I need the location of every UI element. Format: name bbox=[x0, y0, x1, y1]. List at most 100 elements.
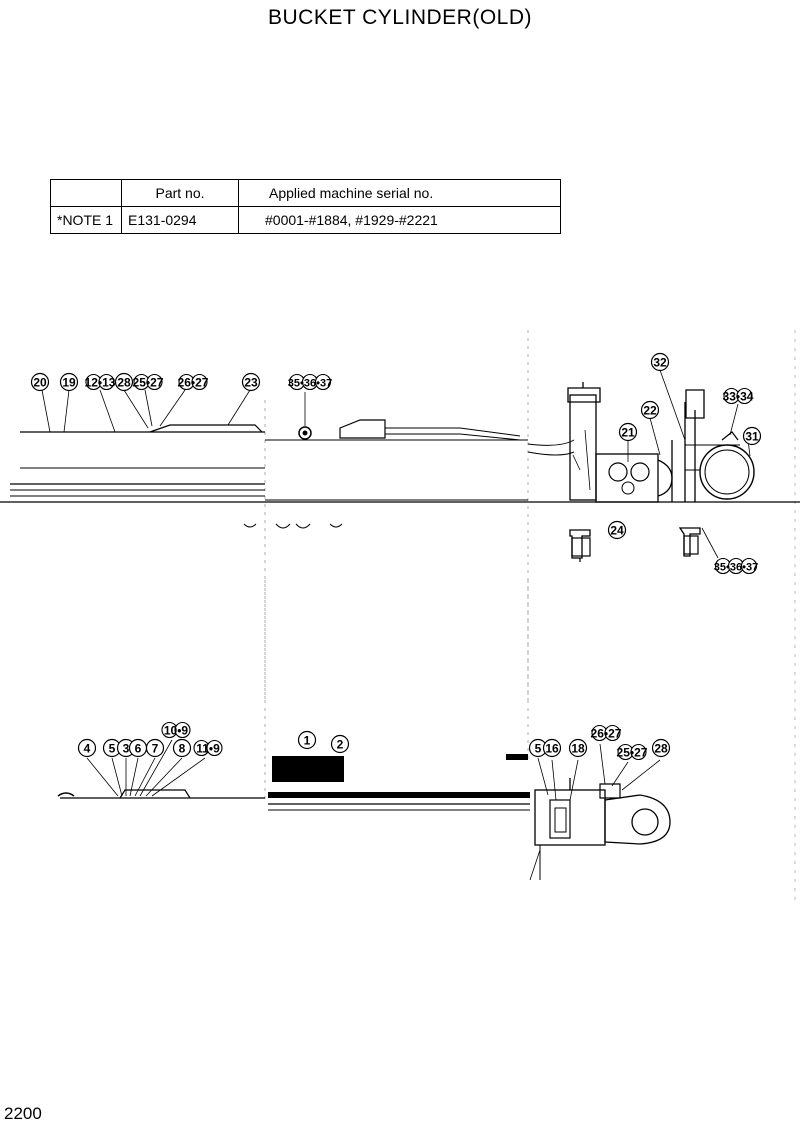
callout-c25-27b: 25•27 bbox=[617, 743, 648, 761]
callout-c2: 2 bbox=[330, 734, 350, 754]
callout-circle bbox=[607, 520, 627, 540]
callout-label: 12•13 bbox=[85, 376, 116, 390]
callout-c32: 32 bbox=[650, 352, 670, 372]
callout-c22: 22 bbox=[640, 400, 660, 420]
page-number: 2200 bbox=[4, 1104, 42, 1123]
callout-circle bbox=[330, 734, 350, 754]
callout-c20: 20 bbox=[30, 372, 50, 392]
callout-c16: 16 bbox=[542, 738, 562, 758]
callout-circle bbox=[630, 743, 647, 761]
callout-c19: 19 bbox=[59, 372, 79, 392]
callout-c4: 4 bbox=[77, 738, 97, 758]
callout-c28b: 28 bbox=[651, 738, 671, 758]
callout-label: 22 bbox=[643, 404, 657, 418]
callout-label: 2 bbox=[337, 738, 344, 752]
callout-label: 8 bbox=[179, 742, 186, 756]
callout-label: 26•27 bbox=[178, 376, 209, 390]
callout-label: 5 bbox=[535, 742, 542, 756]
callout-c28a: 28 bbox=[114, 372, 134, 392]
callout-label: 33•34 bbox=[723, 390, 754, 404]
callout-label: 31 bbox=[745, 430, 759, 444]
callout-label: 35•36•37 bbox=[288, 378, 332, 390]
callout-label: 4 bbox=[84, 742, 91, 756]
callout-circle bbox=[206, 739, 223, 757]
callout-label: 32 bbox=[653, 356, 667, 370]
callout-label: 11•9 bbox=[196, 742, 220, 756]
callout-c6: 6 bbox=[128, 738, 148, 758]
callout-circle bbox=[297, 730, 317, 750]
callout-circle bbox=[618, 422, 638, 442]
callout-label: 19 bbox=[62, 376, 76, 390]
callout-circle bbox=[651, 738, 671, 758]
callout-label: 18 bbox=[571, 742, 585, 756]
callout-c31: 31 bbox=[742, 426, 762, 446]
callout-c35-37b: 35•36•37 bbox=[714, 557, 758, 575]
callout-circle bbox=[314, 373, 332, 391]
callout-c1: 1 bbox=[297, 730, 317, 750]
callout-circle bbox=[114, 372, 134, 392]
callout-circle bbox=[174, 721, 191, 739]
table-row: *NOTE 1 E131-0294 #0001-#1884, #1929-#22… bbox=[50, 206, 561, 234]
callout-circle bbox=[191, 373, 208, 391]
callout-circle bbox=[542, 738, 562, 758]
callout-circle bbox=[30, 372, 50, 392]
upper-assembly-drawing bbox=[0, 330, 800, 900]
callout-label: 24 bbox=[610, 524, 624, 538]
applicability-table: Part no. Applied machine serial no. *NOT… bbox=[50, 179, 561, 234]
callout-circle bbox=[650, 352, 670, 372]
callout-c11-9: 11•9 bbox=[193, 739, 223, 757]
callout-c25-27a: 25•27 bbox=[133, 373, 164, 391]
callout-c7: 7 bbox=[145, 738, 165, 758]
callout-c26-27a: 26•27 bbox=[178, 373, 209, 391]
callout-label: 16 bbox=[545, 742, 559, 756]
callout-circle bbox=[604, 724, 621, 742]
callout-circle bbox=[145, 738, 165, 758]
callout-c33-34: 33•34 bbox=[723, 387, 754, 405]
callout-c23: 23 bbox=[241, 372, 261, 392]
callout-c8: 8 bbox=[172, 738, 192, 758]
callout-c18: 18 bbox=[568, 738, 588, 758]
callout-c35-37a: 35•36•37 bbox=[288, 373, 332, 391]
callout-circle bbox=[740, 557, 758, 575]
callout-label: 25•27 bbox=[617, 746, 648, 760]
callout-circle bbox=[98, 373, 115, 391]
callout-circle bbox=[59, 372, 79, 392]
table-header-cell bbox=[50, 179, 122, 207]
callout-circle bbox=[742, 426, 762, 446]
table-cell-note: *NOTE 1 bbox=[50, 206, 122, 234]
table-header-row: Part no. Applied machine serial no. bbox=[50, 179, 561, 207]
callout-circle bbox=[736, 387, 753, 405]
callout-c12-13: 12•13 bbox=[85, 373, 116, 391]
table-header-cell: Part no. bbox=[121, 179, 239, 207]
callout-circle bbox=[77, 738, 97, 758]
callout-circle bbox=[172, 738, 192, 758]
callout-c5a: 5 bbox=[102, 738, 122, 758]
callout-c24: 24 bbox=[607, 520, 627, 540]
callout-c26-27b: 26•27 bbox=[591, 724, 622, 742]
callout-label: 1 bbox=[304, 734, 311, 748]
callout-label: 26•27 bbox=[591, 727, 622, 741]
callout-label: 25•27 bbox=[133, 376, 164, 390]
page-title: BUCKET CYLINDER(OLD) bbox=[268, 6, 532, 29]
callout-label: 21 bbox=[621, 426, 635, 440]
callout-label: 7 bbox=[152, 742, 159, 756]
callout-label: 5 bbox=[109, 742, 116, 756]
callout-label: 23 bbox=[244, 376, 258, 390]
callout-label: 35•36•37 bbox=[714, 562, 758, 574]
callout-label: 20 bbox=[33, 376, 47, 390]
lower-assembly-drawing bbox=[57, 580, 671, 881]
callout-label: 28 bbox=[654, 742, 668, 756]
callout-c5b: 5 bbox=[528, 738, 548, 758]
callout-label: 3 bbox=[123, 742, 130, 756]
callout-circle bbox=[241, 372, 261, 392]
callout-label: 6 bbox=[135, 742, 142, 756]
callout-c21: 21 bbox=[618, 422, 638, 442]
table-cell-serials: #0001-#1884, #1929-#2221 bbox=[238, 206, 561, 234]
callout-circle bbox=[146, 373, 163, 391]
callout-c10-9: 10•9 bbox=[161, 721, 191, 739]
callout-label: 28 bbox=[117, 376, 131, 390]
callout-label: 10•9 bbox=[164, 724, 189, 738]
callout-circle bbox=[640, 400, 660, 420]
